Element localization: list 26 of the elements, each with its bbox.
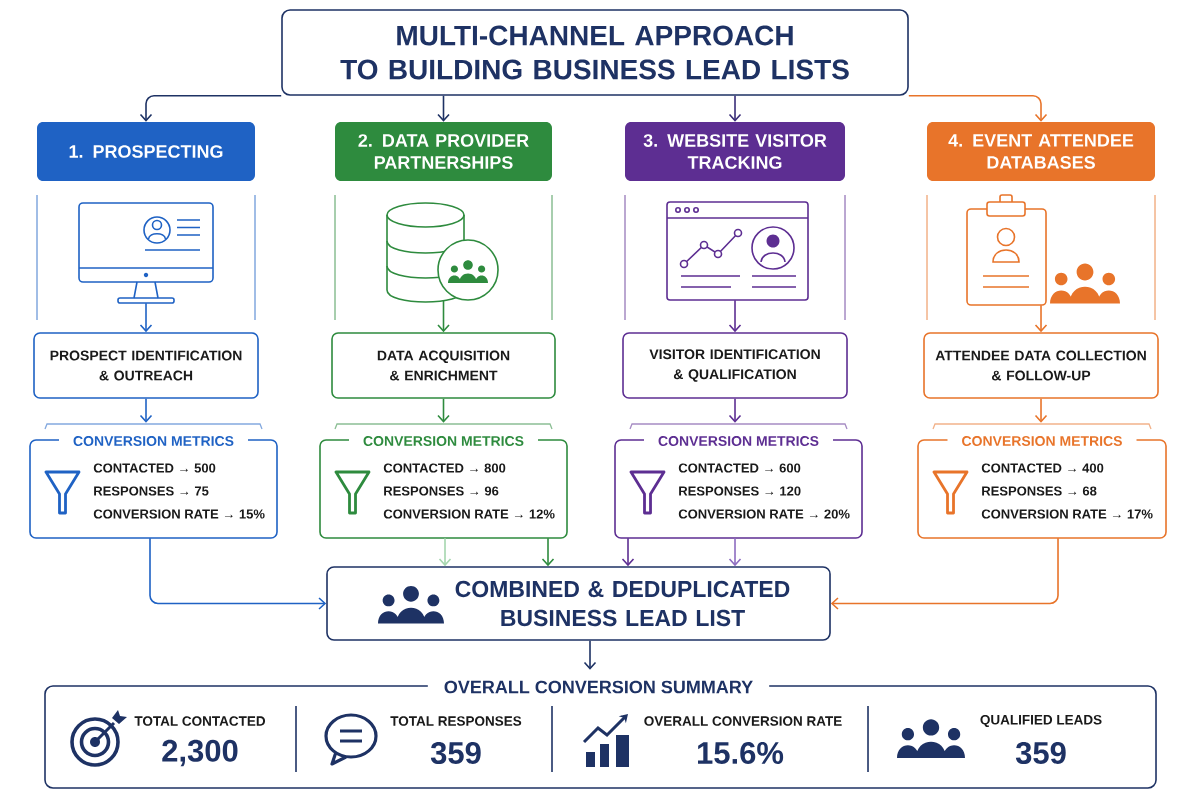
stat-value: 359 [1015,742,1066,764]
channel-header: 2. DATA PROVIDER PARTNERSHIPS [335,122,552,181]
metrics-box: CONVERSION METRICS CONTACTED → 500 RESPONSES → 75 CONVERSION RATE → 15% [29,423,278,539]
process-box: VISITOR IDENTIFICATION & QUALIFICATION [622,332,848,399]
stat-label: TOTAL CONTACTED [134,716,266,726]
metrics-box: CONVERSION METRICS CONTACTED → 400 RESPONSES → 68 CONVERSION RATE → 17% [917,423,1167,539]
metrics-box: CONVERSION METRICS CONTACTED → 600 RESPONSES → 120 CONVERSION RATE → 20% [614,423,863,539]
process-box: DATA ACQUISITION & ENRICHMENT [331,332,556,399]
metrics-box: CONVERSION METRICS CONTACTED → 800 RESPONSES → 96 CONVERSION RATE → 12% [319,423,568,539]
clipboard-icon [966,194,1120,306]
channel-header: 3. WEBSITE VISITOR TRACKING [625,122,845,181]
channel-header: 4. EVENT ATTENDEE DATABASES [927,122,1155,181]
stat-value: 2,300 [162,739,238,767]
process-box: ATTENDEE DATA COLLECTION & FOLLOW-UP [923,332,1159,399]
title-box: MULTI-CHANNEL APPROACH TO BUILDING BUSINESS LEAD LISTS [281,9,909,96]
monitor-icon [78,202,214,304]
stat-label: OVERALL CONVERSION RATE [644,716,842,726]
database-icon [386,202,499,303]
stat-value: 15.6% [698,742,784,764]
browser-window-icon [666,201,809,301]
process-box: PROSPECT IDENTIFICATION & OUTREACH [33,332,259,399]
channel-header: 1. PROSPECTING [37,122,255,181]
result-box: COMBINED & DEDUPLICATED BUSINESS LEAD LIST [326,566,831,641]
stat-label: TOTAL RESPONSES [390,716,522,726]
stat-label: QUALIFIED LEADS [980,715,1102,728]
stat-value: 359 [430,742,481,764]
